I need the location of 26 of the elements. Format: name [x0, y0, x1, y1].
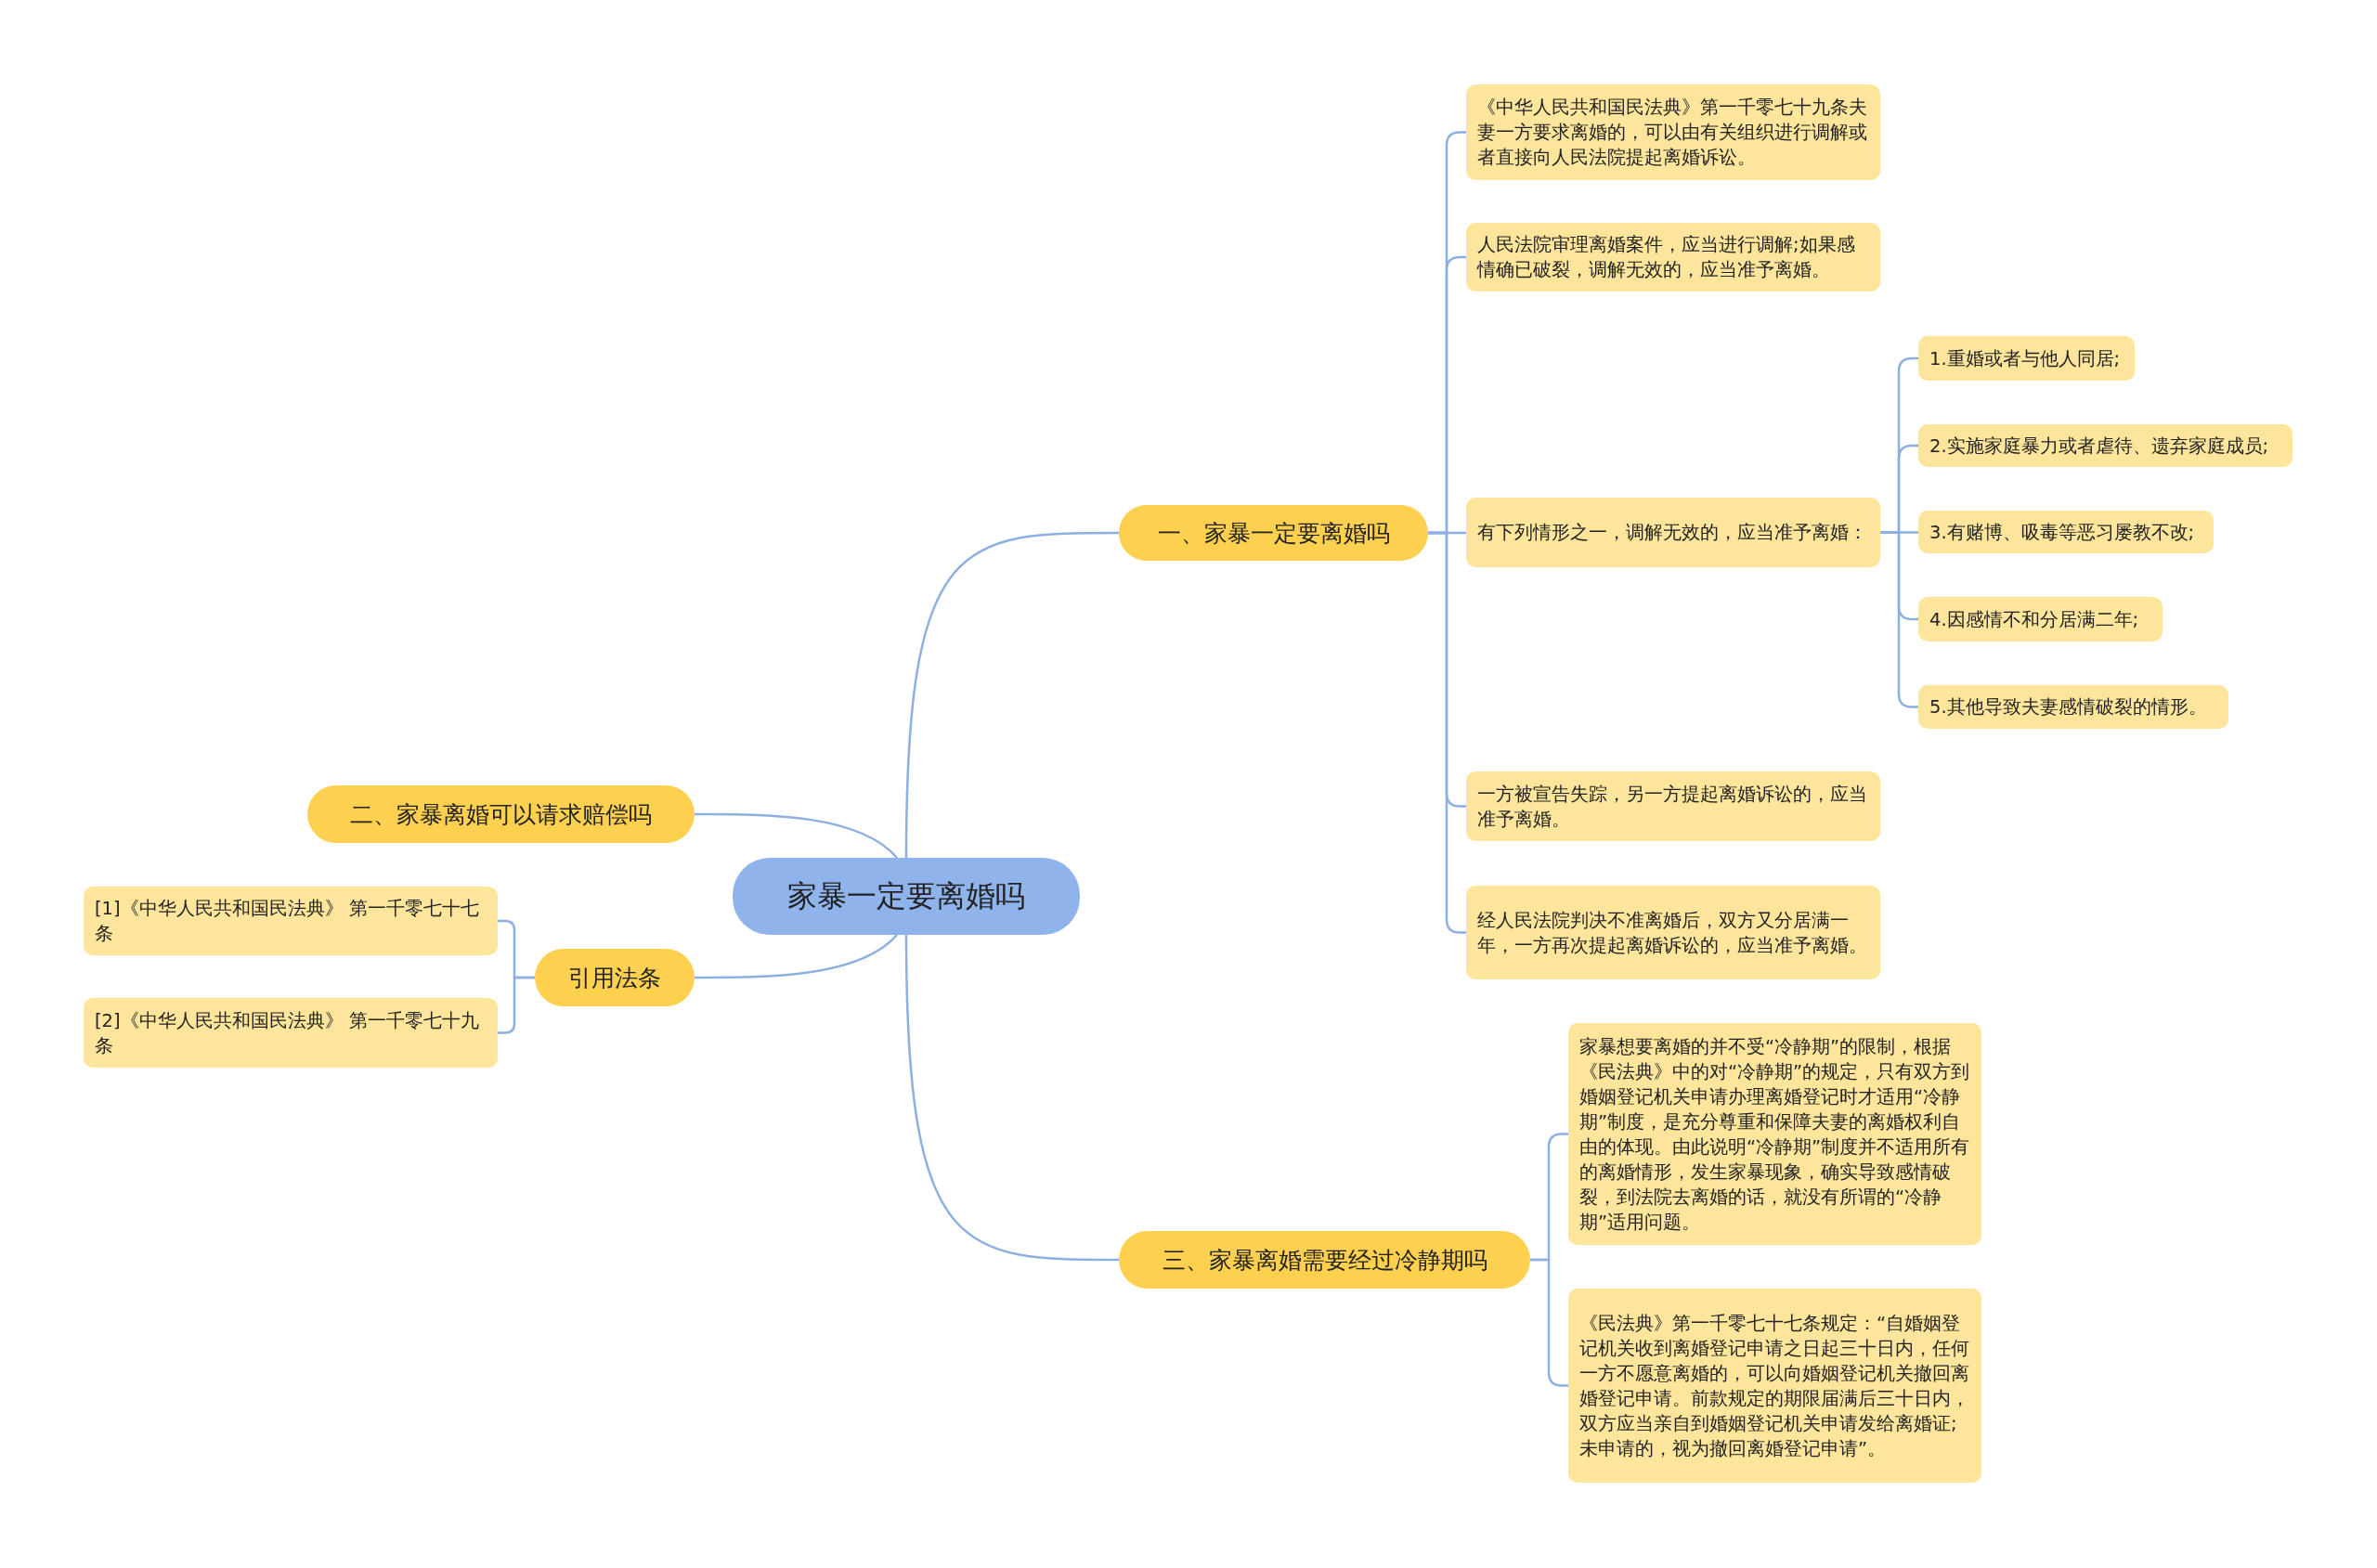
note-box: 2.实施家庭暴力或者虐待、遗弃家庭成员;	[1918, 424, 2293, 467]
branch-pill: 引用法条	[535, 949, 695, 1006]
note-box: [1]《中华人民共和国民法典》 第一千零七十七条	[84, 887, 498, 955]
note-box: 家暴想要离婚的并不受“冷静期”的限制，根据《民法典》中的对“冷静期”的规定，只有双方到婚姻登记机关申请办理离婚登记时才适用“冷静期”制度，是充分尊重和保障夫妻的离婚权利自由的体现。由此说明“冷静期”制度并不适用所有的离婚情形，发生家暴现象，确实导致感情破裂，到法院去离婚的话，就没有所谓的“冷静期”适用问题。	[1568, 1023, 1981, 1245]
note-box: 4.因感情不和分居满二年;	[1918, 597, 2163, 641]
connector-line	[1530, 1258, 1568, 1387]
note-box: 一方被宣告失踪，另一方提起离婚诉讼的，应当准予离婚。	[1466, 771, 1880, 841]
connector-line	[498, 976, 535, 1034]
note-box: 经人民法院判决不准离婚后，双方又分居满一年，一方再次提起离婚诉讼的，应当准予离婚。	[1466, 886, 1880, 979]
topic-box: 家暴一定要离婚吗	[733, 858, 1080, 935]
note-box: 5.其他导致夫妻感情破裂的情形。	[1918, 685, 2228, 729]
connector-line	[695, 812, 898, 859]
note-box: 《民法典》第一千零七十七条规定：“自婚姻登记机关收到离婚登记申请之日起三十日内，任何一方不愿意离婚的，可以向婚姻登记机关撤回离婚登记申请。前款规定的期限届满后三十日内，双方应当亲自到婚姻登记机关申请发给离婚证;未申请的，视为撤回离婚登记申请”。	[1568, 1289, 1981, 1483]
note-box: 有下列情形之一，调解无效的，应当准予离婚：	[1466, 498, 1880, 567]
connector-line	[904, 531, 1119, 858]
branch-pill: 三、家暴离婚需要经过冷静期吗	[1119, 1231, 1530, 1289]
note-box: [2]《中华人民共和国民法典》 第一千零七十九条	[84, 998, 498, 1068]
connector-line	[1428, 531, 1466, 934]
branch-pill: 一、家暴一定要离婚吗	[1119, 505, 1428, 561]
note-box: 3.有赌博、吸毒等恶习屡教不改;	[1918, 511, 2214, 553]
branch-pill: 二、家暴离婚可以请求赔偿吗	[307, 785, 695, 843]
connector-line	[904, 935, 1119, 1262]
note-box: 人民法院审理离婚案件，应当进行调解;如果感情确已破裂，调解无效的，应当准予离婚。	[1466, 223, 1880, 292]
note-box: 1.重婚或者与他人同居;	[1918, 336, 2135, 381]
connector-line	[695, 934, 898, 979]
note-box: 《中华人民共和国民法典》第一千零七十九条夫妻一方要求离婚的，可以由有关组织进行调解或者直接向人民法院提起离婚诉讼。	[1466, 84, 1880, 180]
